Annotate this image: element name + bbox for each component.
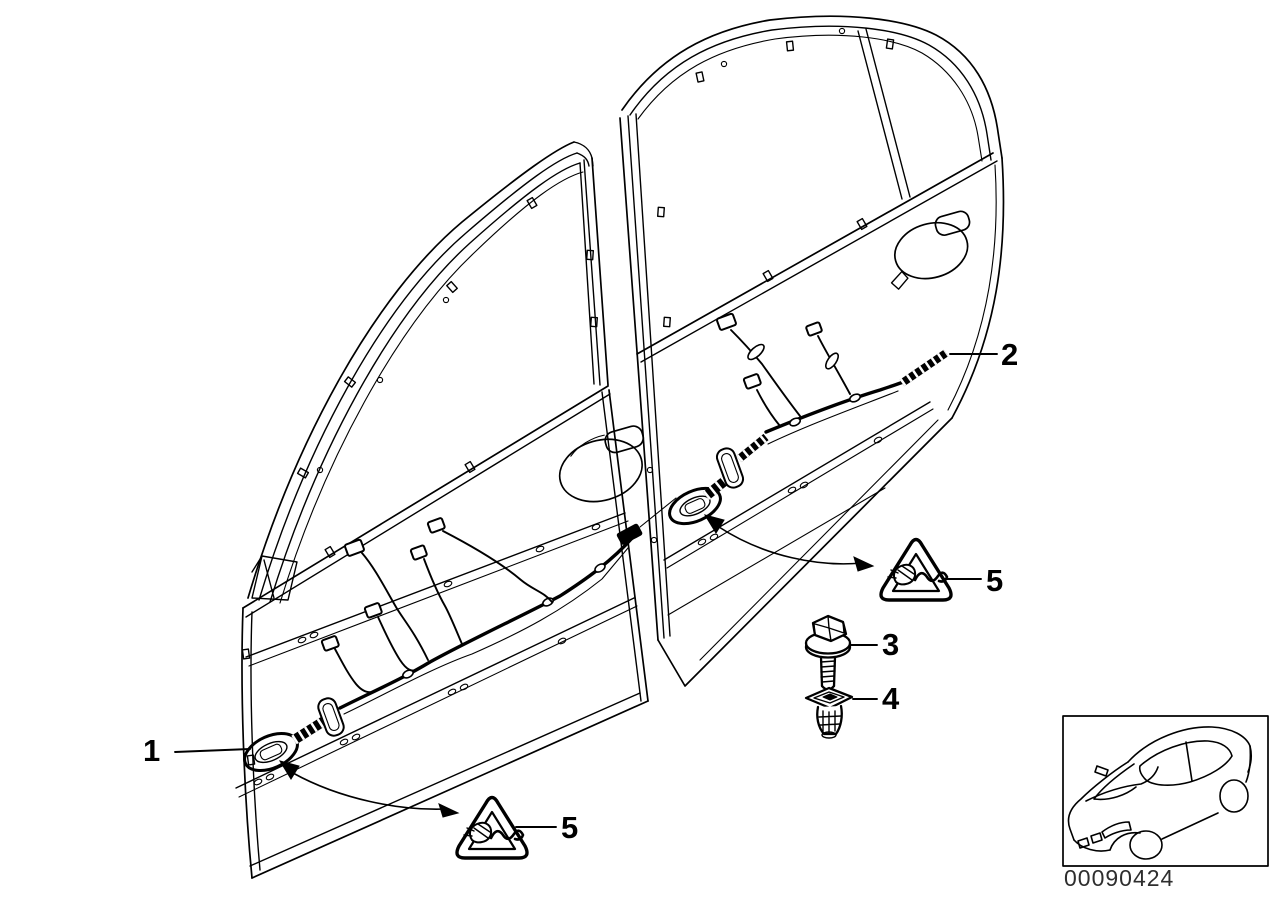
callout-5-front-label: 5 xyxy=(561,810,579,845)
band-screw-holes xyxy=(296,522,602,645)
callout-1-label: 1 xyxy=(143,733,161,768)
callout-1-leader xyxy=(174,748,251,753)
front-door xyxy=(235,141,649,879)
rear-door-harness xyxy=(668,312,949,526)
front-door-handle xyxy=(558,425,645,503)
rear-door xyxy=(619,15,1005,687)
front-boot-flange xyxy=(317,697,345,737)
callout-4-label: 4 xyxy=(882,681,900,716)
front-triangle-pointer xyxy=(278,760,557,828)
bolt-icon xyxy=(804,614,852,691)
rear-triangle-pointer xyxy=(703,514,982,580)
thumbnail-frame xyxy=(1062,715,1269,867)
leader-arrow-icon xyxy=(703,514,725,534)
drawing-number: 00090424 xyxy=(1064,865,1175,891)
callout-3-label: 3 xyxy=(882,627,900,662)
car-outline-icon xyxy=(1067,726,1253,860)
leader-arrow-icon xyxy=(853,556,875,572)
rear-door-handle xyxy=(890,210,971,290)
clip-icon xyxy=(804,686,854,739)
callout-5-rear-label: 5 xyxy=(986,563,1004,598)
warning-triangle-rear xyxy=(879,537,953,602)
front-door-harness xyxy=(243,497,677,773)
band-screw-holes xyxy=(252,636,568,787)
rear-boot-flange xyxy=(715,447,745,489)
leader-arrow-icon xyxy=(438,803,460,818)
leader-arrow-icon xyxy=(278,760,300,780)
car-thumbnail xyxy=(1062,715,1269,867)
callout-2-label: 2 xyxy=(1001,337,1019,372)
